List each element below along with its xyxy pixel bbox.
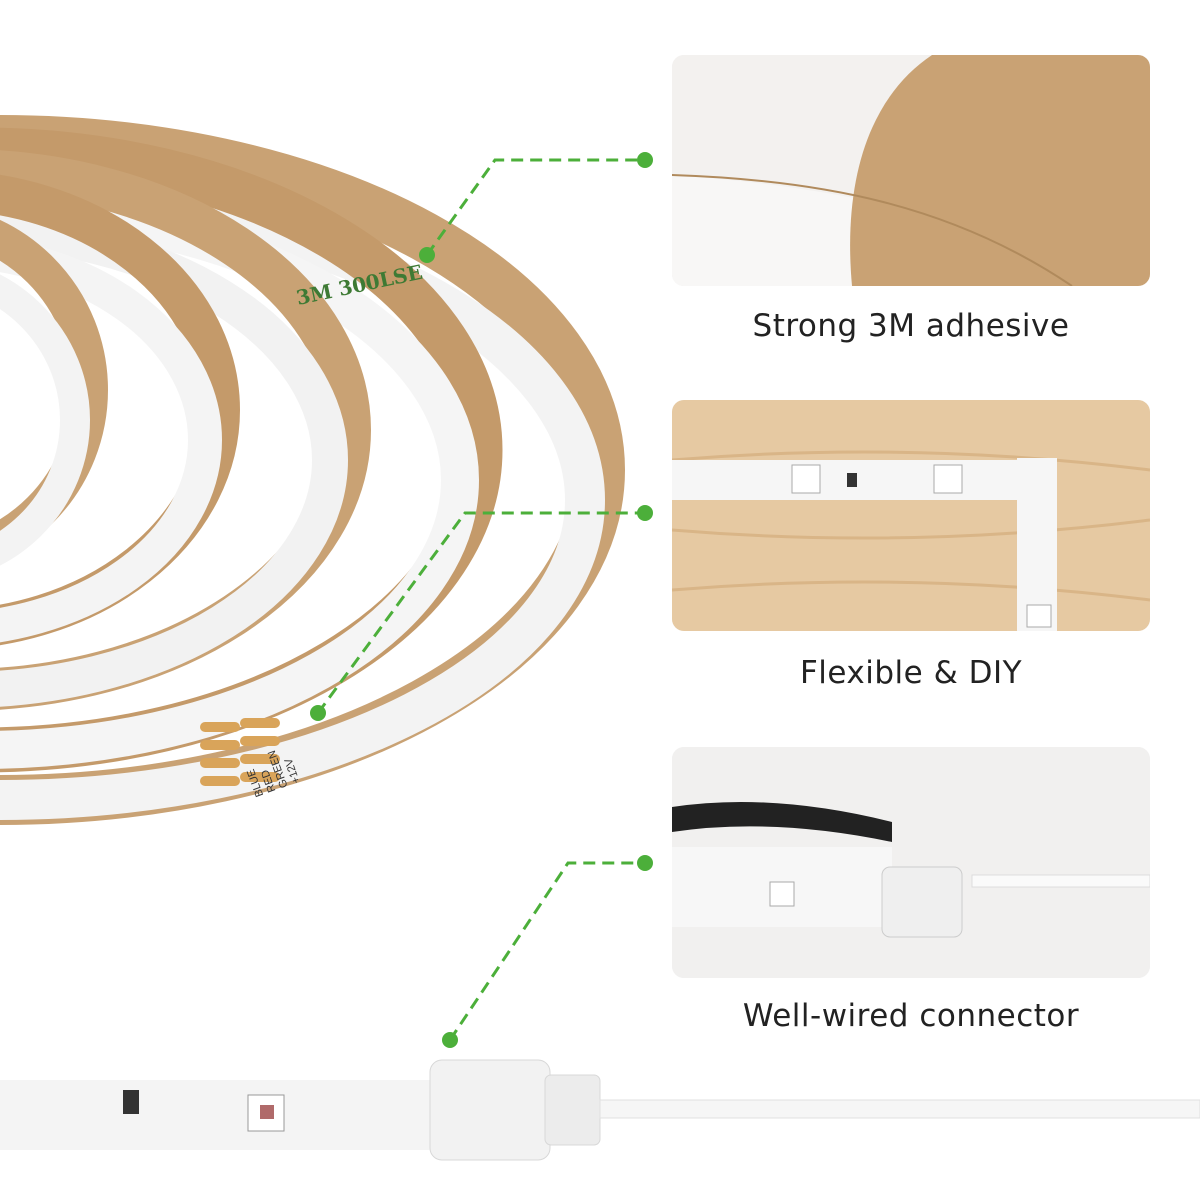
- feature-caption-connector: Well-wired connector: [742, 998, 1080, 1034]
- copper-pads: [200, 718, 280, 786]
- callout-lines: [316, 158, 645, 1041]
- connector-photo: [672, 747, 1150, 978]
- adhesive-tape-photo: [672, 55, 1150, 286]
- callout-dots: [310, 152, 653, 1048]
- adhesive-photo-panel: [672, 55, 1150, 286]
- bottom-strip-with-connector: [0, 1059, 1200, 1161]
- connector-photo-panel: [672, 747, 1150, 978]
- strip-on-wood-photo: [672, 400, 1150, 631]
- strip-coil: [0, 115, 625, 825]
- flexible-photo-panel: [672, 400, 1150, 631]
- feature-caption-flexible: Flexible & DIY: [799, 655, 1023, 691]
- pin-labels: +12V GREEN RED BLUE: [245, 749, 303, 799]
- feature-caption-adhesive: Strong 3M adhesive: [752, 308, 1070, 344]
